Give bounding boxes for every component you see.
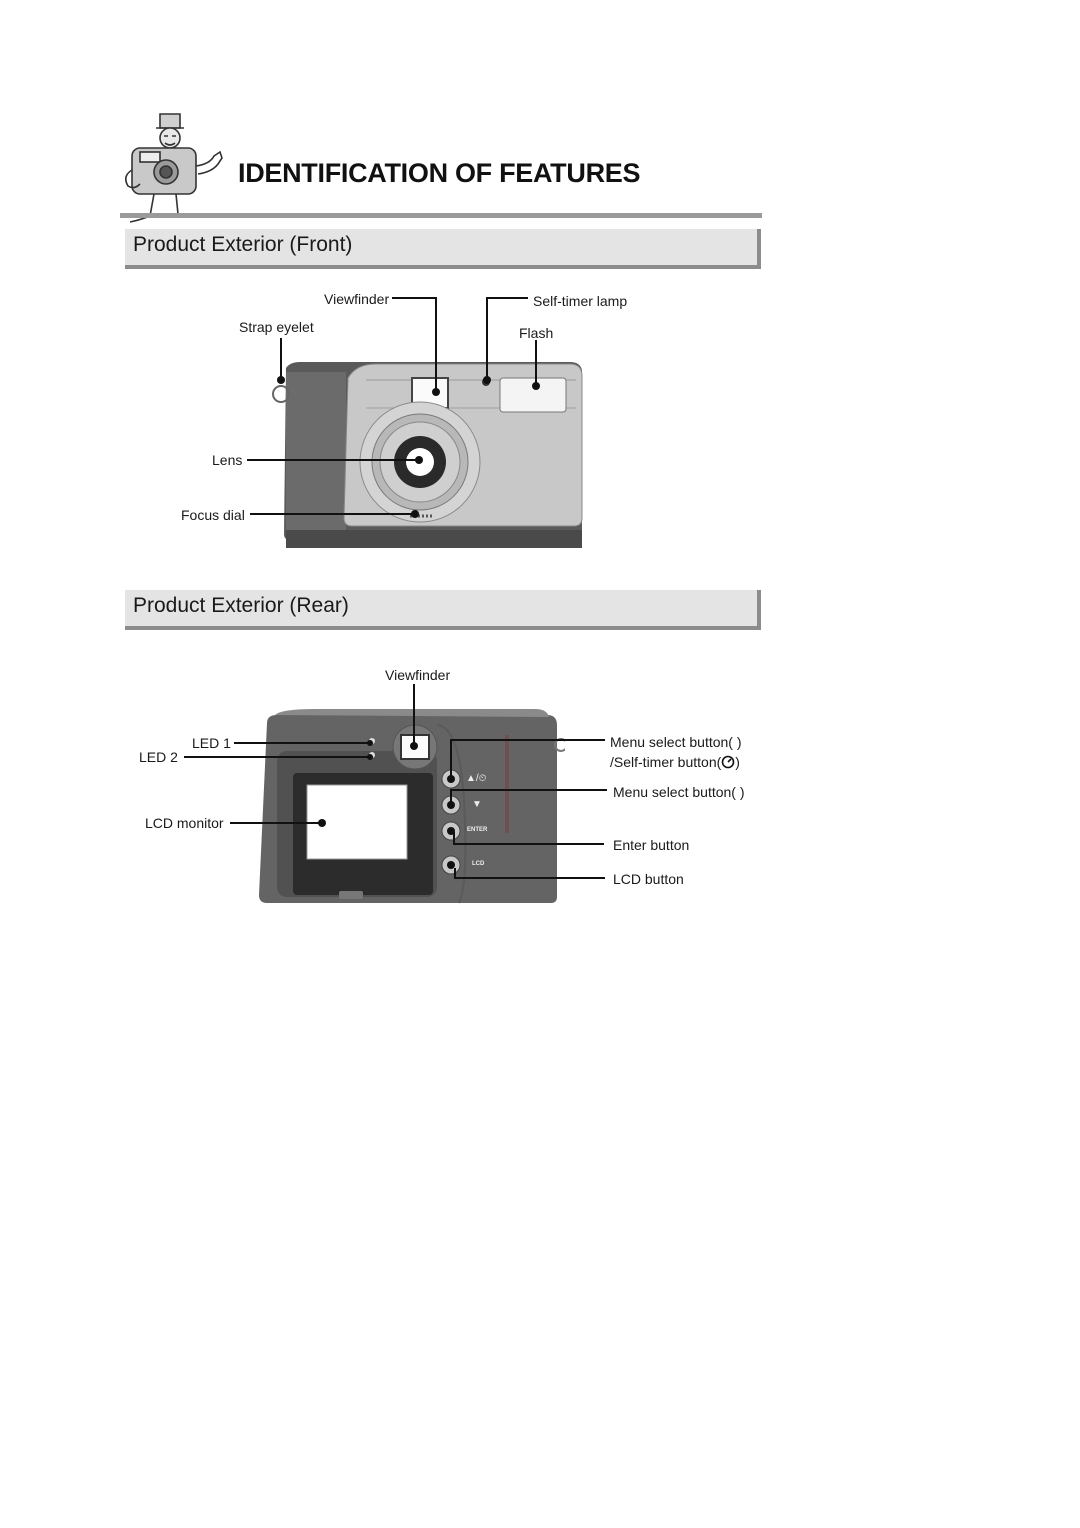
label-menu-select-up: Menu select button( ) — [610, 734, 742, 750]
camera-rear-illustration — [259, 709, 565, 904]
page-title: IDENTIFICATION OF FEATURES — [238, 158, 641, 188]
label-enter-button: Enter button — [613, 837, 690, 853]
label-flash: Flash — [519, 325, 554, 341]
label-strap-eyelet: Strap eyelet — [239, 319, 314, 335]
up-self-timer-mark: ▲/⏲ — [466, 773, 487, 784]
label-lcd-monitor: LCD monitor — [145, 815, 224, 831]
rear-callout-lines — [184, 684, 607, 879]
enter-mark: ENTER — [467, 827, 488, 833]
self-timer-button-text: /Self-timer button( — [610, 754, 722, 770]
self-timer-icon — [721, 755, 735, 769]
camera-front-illustration — [272, 362, 583, 548]
self-timer-close: ) — [735, 754, 740, 770]
section-header-front: Product Exterior (Front) — [125, 229, 761, 269]
label-focus-dial: Focus dial — [181, 507, 245, 523]
camera-mascot-icon — [124, 113, 223, 223]
label-self-timer-lamp: Self-timer lamp — [533, 293, 628, 309]
label-self-timer-button: /Self-timer button() — [610, 754, 740, 770]
label-front-viewfinder: Viewfinder — [324, 291, 390, 307]
down-arrow-mark: ▼ — [472, 799, 482, 810]
label-led1: LED 1 — [192, 735, 231, 751]
front-callout-lines — [247, 297, 540, 518]
label-menu-select-down: Menu select button( ) — [613, 784, 745, 800]
label-rear-viewfinder: Viewfinder — [385, 667, 451, 683]
label-lens: Lens — [212, 452, 243, 468]
section-title-front: Product Exterior (Front) — [133, 233, 353, 256]
label-led2: LED 2 — [139, 749, 178, 765]
title-divider — [120, 213, 762, 218]
section-header-rear: Product Exterior (Rear) — [125, 590, 761, 630]
lcd-mark: LCD — [472, 861, 485, 867]
label-lcd-button: LCD button — [613, 871, 684, 887]
section-title-rear: Product Exterior (Rear) — [133, 594, 349, 617]
